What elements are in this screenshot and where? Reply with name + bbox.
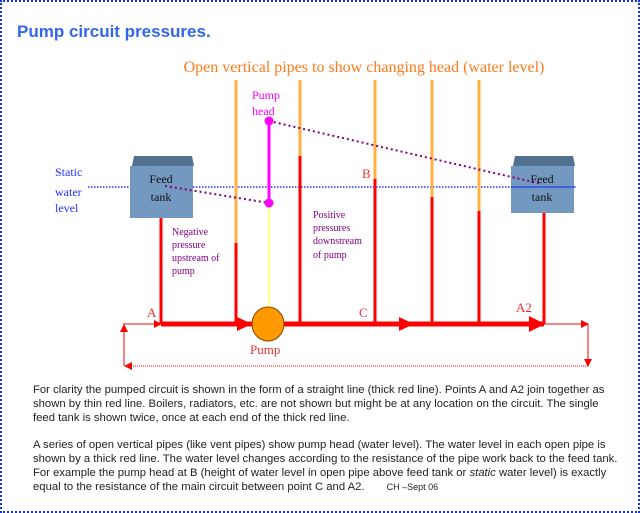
point-a-label: A <box>147 305 157 320</box>
diagram-heading: Open vertical pipes to show changing hea… <box>184 59 545 76</box>
point-a2-label: A2 <box>516 300 532 315</box>
point-c-label: C <box>359 305 368 320</box>
signature: CH –Sept 06 <box>386 482 439 492</box>
gradient-line-downstream <box>268 120 543 185</box>
pump-label: Pump <box>250 342 280 357</box>
return-loop <box>120 320 592 370</box>
paragraph-2-text: A series of open vertical pipes (like ve… <box>33 439 618 479</box>
static-water-level-label: Static water level <box>55 165 85 215</box>
paragraph-2-italic: static <box>469 467 496 479</box>
pump-icon <box>251 306 285 342</box>
point-b-label: B <box>362 166 371 181</box>
paragraph-1: For clarity the pumped circuit is shown … <box>33 384 605 424</box>
paragraph-2-end: water level) is exactly equal to the res… <box>33 467 607 493</box>
page-title: Pump circuit pressures. <box>17 22 211 41</box>
pump-head-bottom-dot <box>264 198 274 208</box>
main-circuit-line <box>161 316 545 332</box>
pump-head-top-dot <box>264 116 274 126</box>
paragraph-2: A series of open vertical pipes (like ve… <box>33 438 623 494</box>
water-levels <box>159 156 546 324</box>
